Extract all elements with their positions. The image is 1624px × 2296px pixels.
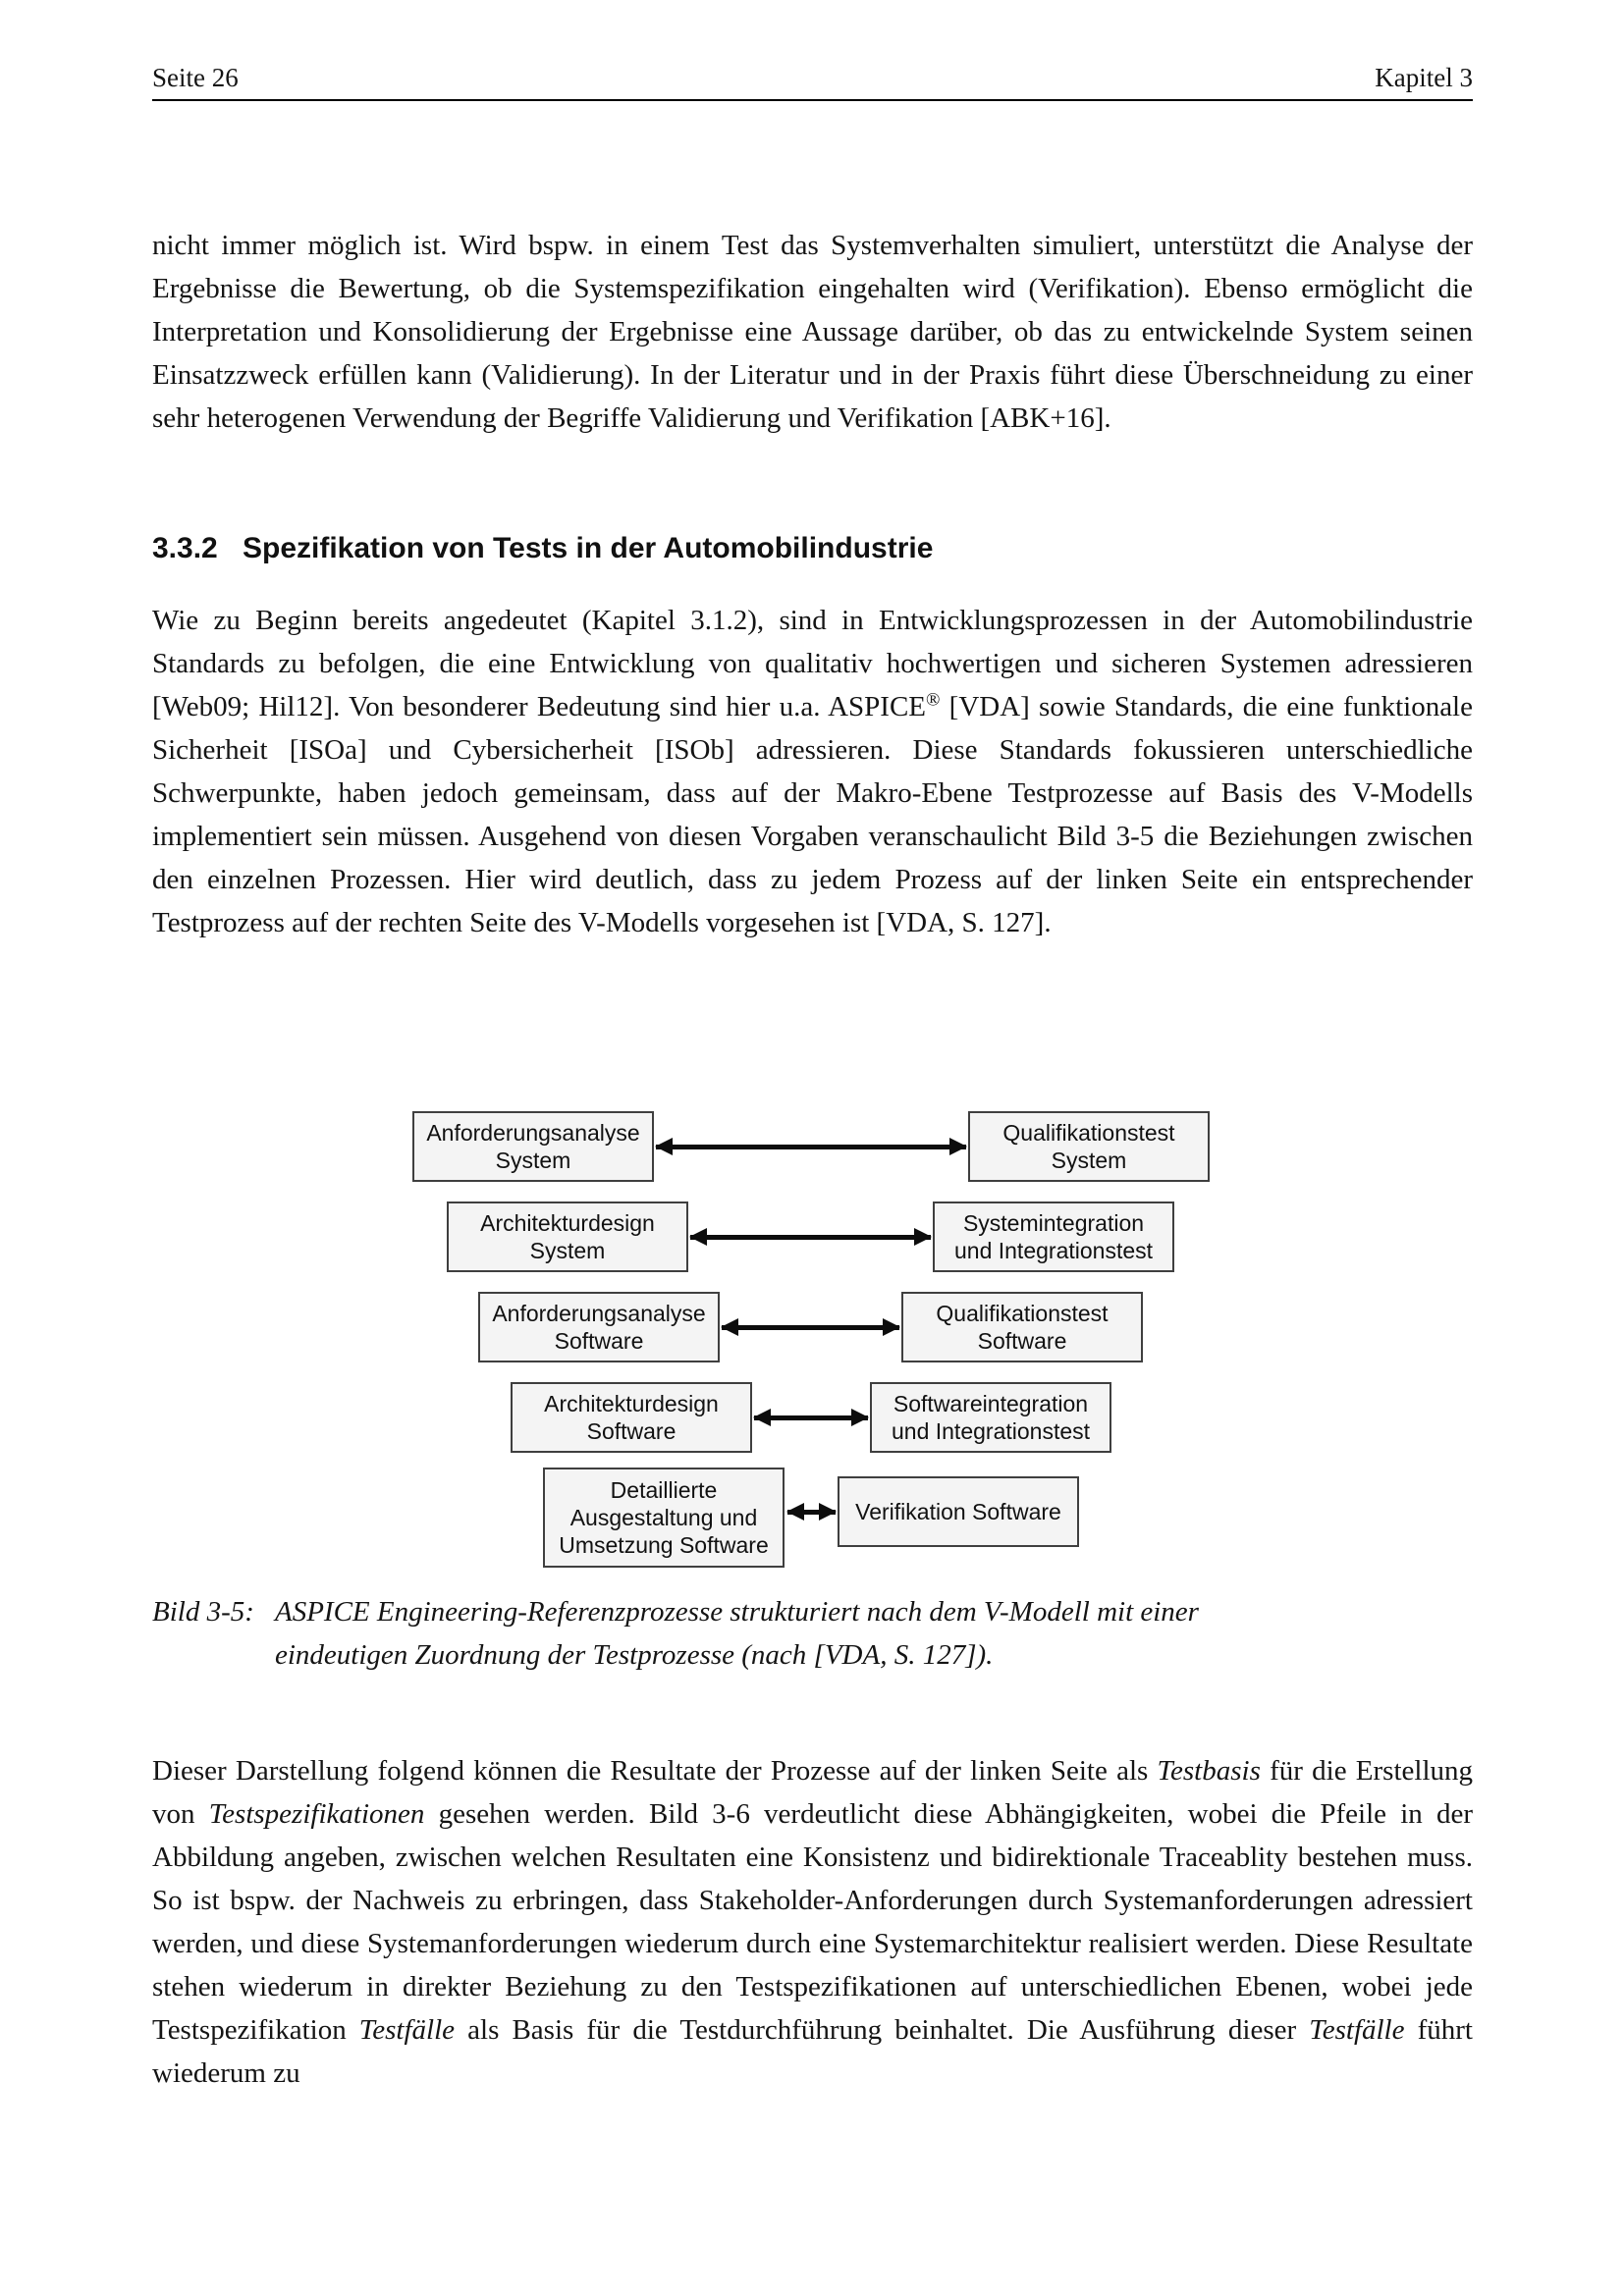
process-box-label: Qualifikationstest System bbox=[1002, 1120, 1175, 1173]
header-page-number: Seite 26 bbox=[152, 63, 239, 92]
paragraph-automotive-standards: Wie zu Beginn bereits angedeutet (Kapite… bbox=[152, 599, 1473, 944]
section-heading-3-3-2: 3.3.2 Spezifikation von Tests in der Aut… bbox=[152, 532, 933, 565]
process-box-system-integration-test: Systemintegration und Integrationstest bbox=[933, 1201, 1174, 1272]
process-box-label: Softwareintegration und Integrationstest bbox=[891, 1391, 1091, 1444]
process-box-label: Qualifikationstest Software bbox=[936, 1301, 1109, 1354]
emphasized-term-testfaelle: Testfälle bbox=[1309, 2014, 1405, 2046]
registered-trademark-symbol: ® bbox=[926, 689, 941, 711]
process-box-label: Architekturdesign System bbox=[480, 1210, 655, 1263]
process-box-label: Systemintegration und Integrationstest bbox=[953, 1210, 1154, 1263]
running-header: Seite 26 Kapitel 3 bbox=[152, 63, 1473, 93]
figure-caption-label: Bild 3-5: bbox=[152, 1596, 254, 1628]
process-box-label: Anforderungsanalyse System bbox=[426, 1120, 640, 1173]
figure-caption: Bild 3-5: ASPICE Engineering-Referenzproz… bbox=[152, 1590, 1257, 1677]
paragraph-text: für die Erstellung von bbox=[152, 1755, 1473, 1830]
process-box-label: Architekturdesign Software bbox=[544, 1391, 719, 1444]
paragraph-text: [VDA] sowie Standards, die eine funktion… bbox=[152, 691, 1473, 938]
double-arrow-row-5 bbox=[786, 1503, 837, 1521]
paragraph-text: Wie zu Beginn bereits angedeutet (Kapite… bbox=[152, 605, 1473, 722]
double-arrow-row-4 bbox=[753, 1409, 869, 1426]
process-box-qualification-test-software: Qualifikationstest Software bbox=[901, 1292, 1143, 1362]
process-box-software-integration-test: Softwareintegration und Integrationstest bbox=[870, 1382, 1111, 1453]
process-box-requirements-analysis-system: Anforderungsanalyse System bbox=[412, 1111, 654, 1182]
process-box-detailed-design-software: Detaillierte Ausgestaltung und Umsetzung… bbox=[543, 1468, 785, 1568]
header-rule bbox=[152, 99, 1473, 101]
process-box-requirements-analysis-software: Anforderungsanalyse Software bbox=[478, 1292, 720, 1362]
section-title: Spezifikation von Tests in der Automobil… bbox=[243, 532, 934, 564]
paragraph-text: Dieser Darstellung folgend können die Re… bbox=[152, 1755, 1158, 1787]
process-box-verification-software: Verifikation Software bbox=[838, 1476, 1079, 1547]
process-box-architecture-design-system: Architekturdesign System bbox=[447, 1201, 688, 1272]
emphasized-term-testbasis: Testbasis bbox=[1157, 1755, 1261, 1787]
paragraph-text: gesehen werden. Bild 3-6 verdeutlicht di… bbox=[152, 1798, 1474, 2046]
process-box-label: Anforderungsanalyse Software bbox=[492, 1301, 706, 1354]
header-chapter-label: Kapitel 3 bbox=[1375, 63, 1473, 92]
process-box-qualification-test-system: Qualifikationstest System bbox=[968, 1111, 1210, 1182]
emphasized-term-testspezifikationen: Testspezifikationen bbox=[208, 1798, 425, 1830]
paragraph-verification-validation: nicht immer möglich ist. Wird bspw. in e… bbox=[152, 230, 1473, 434]
process-box-label: Detaillierte Ausgestaltung und Umsetzung… bbox=[559, 1477, 769, 1558]
double-arrow-row-3 bbox=[721, 1318, 900, 1336]
paragraph-text: führt wiederum zu bbox=[152, 2014, 1473, 2089]
figure-caption-text: ASPICE Engineering-Referenzprozesse stru… bbox=[275, 1596, 1199, 1671]
double-arrow-row-2 bbox=[689, 1228, 932, 1246]
double-arrow-row-1 bbox=[655, 1138, 967, 1155]
emphasized-term-testfaelle: Testfälle bbox=[358, 2014, 456, 2046]
paragraph-test-basis: Dieser Darstellung folgend können die Re… bbox=[152, 1749, 1473, 2095]
section-number: 3.3.2 bbox=[152, 532, 218, 564]
paragraph-text: als Basis für die Testdurchführung beinh… bbox=[455, 2014, 1310, 2046]
v-model-diagram: Anforderungsanalyse System Qualifikation… bbox=[0, 1104, 1624, 1595]
process-box-architecture-design-software: Architekturdesign Software bbox=[511, 1382, 752, 1453]
process-box-label: Verifikation Software bbox=[855, 1499, 1061, 1524]
